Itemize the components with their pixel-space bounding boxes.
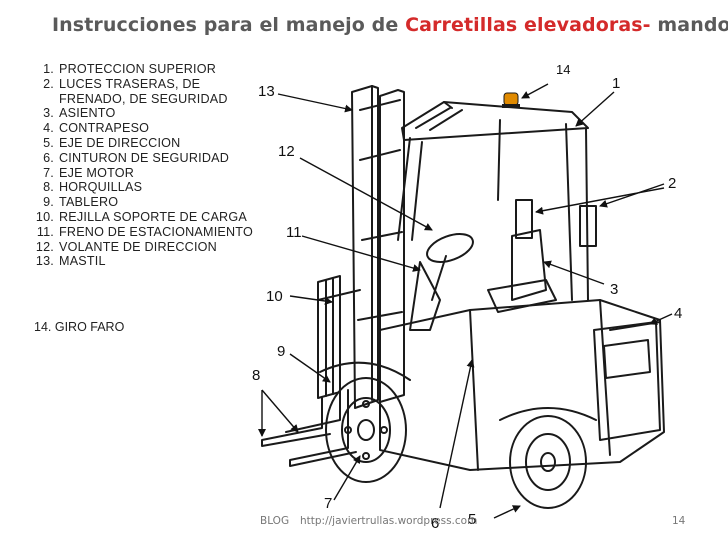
legend-item-label: LUCES TRASERAS, DE FRENADO, DE SEGURIDAD [59,76,228,106]
legend-item: 1. PROTECCION SUPERIOR [34,62,264,77]
legend-item-number: 5. [43,135,54,150]
callout-8: 8 [252,367,260,384]
legend-item-number: 8. [43,180,54,195]
footer-url[interactable]: http://javiertrullas.wordpress.com [300,515,478,527]
legend-item-label: HORQUILLAS [59,180,143,195]
slide-title: Instrucciones para el manejo de Carretil… [52,14,728,36]
callout-9: 9 [277,343,285,360]
title-suffix: mandos- [657,14,728,36]
legend-item: 6. CINTURON DE SEGURIDAD [34,151,264,166]
legend-item: 8. HORQUILLAS [34,180,264,195]
legend-item-label: FRENO DE ESTACIONAMIENTO [59,224,253,239]
footer-blog-label: BLOG [260,515,290,527]
page-number: 14 [672,515,686,527]
legend-item-label: CINTURON DE SEGURIDAD [59,150,230,165]
legend-item-number: 11. [36,224,54,239]
legend-item-label: EJE DE DIRECCION [59,135,181,150]
callout-3: 3 [610,281,618,298]
legend-item-label: PROTECCION SUPERIOR [59,62,217,76]
callout-6: 6 [431,515,439,532]
legend-extra-item: 14. GIRO FARO [34,320,125,334]
legend-item: 5. EJE DE DIRECCION [34,136,264,151]
legend-item-number: 12. [35,239,54,254]
rear-light-left [515,199,533,239]
legend-item: 9. TABLERO [34,195,264,210]
callout-12: 12 [278,143,295,160]
counterweight-drawing [593,321,661,441]
legend-item: 3. ASIENTO [34,106,264,121]
legend-item: 11. FRENO DE ESTACIONAMIENTO [34,225,264,240]
legend-item-number: 3. [43,106,54,121]
legend-item-label: CONTRAPESO [59,121,150,136]
dashboard-drawing [409,261,441,331]
beacon-light-drawing [502,92,520,108]
mast-drawing [351,85,405,409]
legend-item: 4. CONTRAPESO [34,121,264,136]
legend-item-label: ASIENTO [59,106,116,121]
title-highlight: Carretillas elevadoras- [405,14,651,36]
legend-item: 13. MASTIL [34,254,264,269]
truck-body-drawing [379,299,665,471]
callout-14: 14 [556,62,570,77]
legend-item: 10. REJILLA SOPORTE DE CARGA [34,210,264,225]
overhead-guard-drawing [397,101,589,301]
legend-item-number: 10. [35,209,54,224]
steering-wheel-drawing [426,233,474,263]
title-prefix: Instrucciones para el manejo de [52,14,399,36]
legend-item-number: 2. [43,76,54,91]
legend-item: 2. LUCES TRASERAS, DE FRENADO, DE SEGURID… [34,77,264,107]
legend-item-number: 13. [35,254,54,269]
forks-drawing [261,389,357,467]
legend-item-number: 9. [43,195,54,210]
legend-item-label: EJE MOTOR [59,165,135,180]
leader-lines [258,83,673,519]
callout-1: 1 [612,75,620,92]
legend-item-label: MASTIL [59,254,106,269]
legend-item-number: 7. [43,165,54,180]
parts-legend: 1. PROTECCION SUPERIOR 2. LUCES TRASERAS, D… [34,62,264,269]
callout-5: 5 [468,511,476,528]
callout-11: 11 [286,224,302,241]
callout-4: 4 [674,305,682,322]
legend-item-number: 6. [43,150,54,165]
callout-2: 2 [668,175,676,192]
seat-drawing [511,229,547,301]
callout-10: 10 [266,288,283,305]
legend-item-label: REJILLA SOPORTE DE CARGA [59,209,247,224]
legend-item-number: 1. [43,62,54,76]
legend-item-label: TABLERO [59,195,119,210]
legend-item: 7. EJE MOTOR [34,166,264,181]
callout-7: 7 [324,495,332,512]
legend-item: 12. VOLANTE DE DIRECCION [34,240,264,255]
callout-13: 13 [258,83,275,100]
rear-wheel-drawing [509,415,587,509]
legend-item-number: 4. [43,121,54,136]
rear-light-right [579,205,597,247]
legend-item-label: VOLANTE DE DIRECCION [59,239,217,254]
front-wheel-drawing [325,377,407,483]
